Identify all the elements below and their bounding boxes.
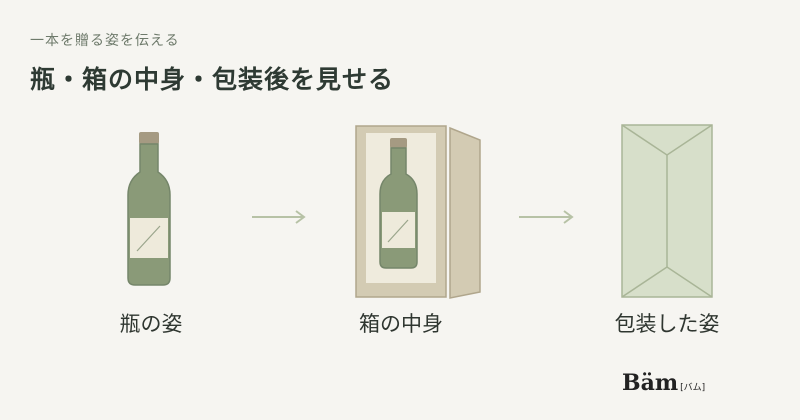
eyebrow-text: 一本を贈る姿を伝える (30, 33, 180, 49)
arrow-right-icon (252, 210, 306, 224)
page-title: 瓶・箱の中身・包装後を見せる (30, 65, 395, 94)
wrapped-package-illustration (621, 124, 713, 298)
arrow-right-icon (519, 210, 574, 224)
step-label-bottle: 瓶の姿 (119, 312, 183, 336)
logo-reading: [バム] (680, 383, 706, 393)
brand-logo: Bäm [バム] (622, 370, 705, 396)
step-label-wrapped: 包装した姿 (614, 312, 720, 336)
box-illustration (355, 125, 481, 299)
bottle-illustration (127, 132, 171, 286)
step-label-box: 箱の中身 (359, 312, 443, 336)
logo-wordmark: Bäm (622, 370, 679, 396)
